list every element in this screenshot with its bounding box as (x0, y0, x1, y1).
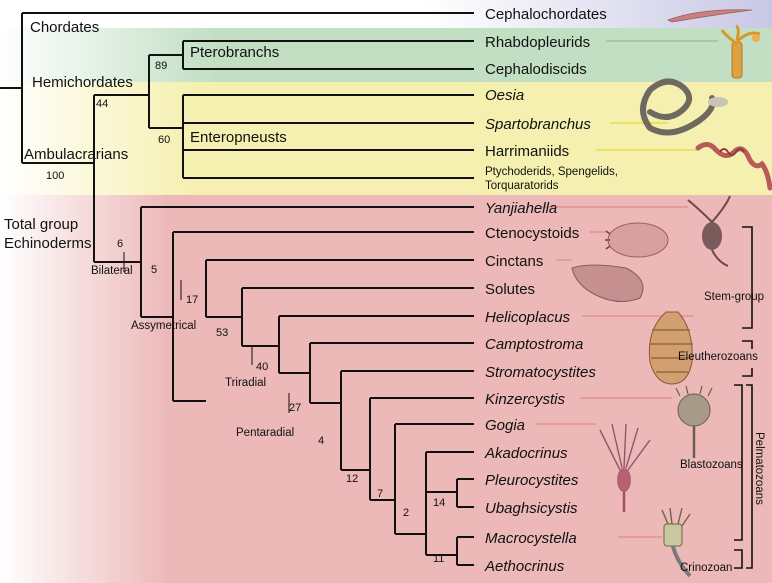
taxon-ctenocystoids: Ctenocystoids (485, 225, 579, 242)
taxon-cephalodiscids: Cephalodiscids (485, 61, 587, 78)
taxon-pleurocystites: Pleurocystites (485, 472, 579, 489)
rhabdopleurid-illustration (720, 24, 761, 79)
symmetry-label-triradial: Triradial (225, 377, 266, 389)
node-support-17: 17 (186, 294, 198, 306)
group-label-crinozoan: Crinozoan (680, 562, 732, 574)
taxon-gogia: Gogia (485, 417, 525, 434)
symmetry-label-pentaradial: Pentaradial (236, 427, 294, 439)
node-support-44: 44 (96, 98, 108, 110)
taxon-oesia: Oesia (485, 87, 524, 104)
node-support-2: 2 (403, 507, 409, 519)
node-support-14: 14 (433, 497, 445, 509)
camptostroma-illustration (648, 311, 693, 385)
symmetry-label-assymetrical: Assymetrical (131, 320, 196, 332)
node-support-6: 6 (117, 238, 123, 250)
ctenocystoid-illustration (605, 222, 669, 258)
taxon-cinctans: Cinctans (485, 253, 543, 270)
pelmatozoans-bracket (746, 384, 753, 569)
symmetry-label-bilateral: Bilateral (91, 265, 133, 277)
group-label-blastozoans: Blastozoans (680, 459, 743, 471)
taxon-helicoplacus: Helicoplacus (485, 309, 571, 326)
cinctan-illustration (571, 264, 644, 302)
node-support-40: 40 (256, 361, 268, 373)
group-label-stem-group: Stem-group (704, 291, 764, 303)
node-support-53: 53 (216, 327, 228, 339)
cephalochordate-illustration (667, 9, 753, 23)
crinozoan-bracket (734, 549, 743, 569)
taxon-stromatocystites: Stromatocystites (485, 364, 596, 381)
taxon-yanjiahella: Yanjiahella (485, 200, 557, 217)
taxon-cephalochordates: Cephalochordates (485, 6, 607, 23)
eleutherozoans-bracket-bottom (742, 368, 753, 377)
blastozoans-bracket (734, 384, 743, 541)
clade-label-pterobranchs: Pterobranchs (190, 44, 279, 61)
taxon-harrimaniids: Harrimaniids (485, 143, 569, 160)
taxon-aethocrinus: Aethocrinus (484, 558, 565, 575)
node-support-27: 27 (289, 402, 301, 414)
taxon-akadocrinus: Akadocrinus (484, 445, 568, 462)
group-brackets (734, 226, 753, 569)
node-support-60: 60 (158, 134, 170, 146)
clade-label-enteropneusts: Enteropneusts (190, 129, 287, 146)
gogia-illustration (599, 423, 651, 512)
node-support-7: 7 (377, 488, 383, 500)
node-support-4: 4 (318, 435, 324, 447)
taxon-kinzercystis: Kinzercystis (485, 391, 566, 408)
harrimaniid-illustration (695, 142, 772, 191)
group-label-pelmatozoans: Pelmatozoans (753, 432, 765, 505)
group-label-eleutherozoans: Eleutherozoans (678, 351, 758, 363)
taxon-solutes: Solutes (485, 281, 535, 298)
macrocystella-illustration (661, 507, 692, 578)
node-support-11: 11 (433, 553, 444, 565)
phylogenetic-tree (0, 12, 474, 566)
clade-label-chordates: Chordates (30, 19, 99, 36)
taxon-camptostroma: Camptostroma (485, 336, 583, 353)
node-support-100: 100 (46, 170, 64, 182)
clade-label-total-group: Total group (4, 216, 78, 233)
spartobranchus-illustration (640, 78, 728, 136)
node-support-89: 89 (155, 60, 167, 72)
taxon-ubaghsicystis: Ubaghsicystis (485, 500, 578, 517)
symmetry-ticks (123, 252, 290, 413)
pterobranch-band (0, 28, 772, 82)
taxon-rhabdopleurids: Rhabdopleurids (485, 34, 590, 51)
clade-label-hemichordates: Hemichordates (32, 74, 133, 91)
kinzercystis-illustration (675, 385, 713, 458)
taxon-macrocystella: Macrocystella (485, 530, 577, 547)
taxon-ptychoderids-spengelids: Ptychoderids, Spengelids, (485, 166, 618, 178)
eleutherozoans-bracket-top (742, 340, 753, 349)
taxon-torquaratorids: Torquaratorids (485, 180, 559, 192)
taxon-spartobranchus: Spartobranchus (485, 116, 591, 133)
node-support-12: 12 (346, 473, 358, 485)
stem-group-bracket (742, 226, 753, 329)
yanjiahella-illustration (687, 195, 731, 267)
clade-label-echinoderms: Echinoderms (4, 235, 92, 252)
node-support-5: 5 (151, 264, 157, 276)
clade-label-ambulacrarians: Ambulacrarians (24, 146, 128, 163)
